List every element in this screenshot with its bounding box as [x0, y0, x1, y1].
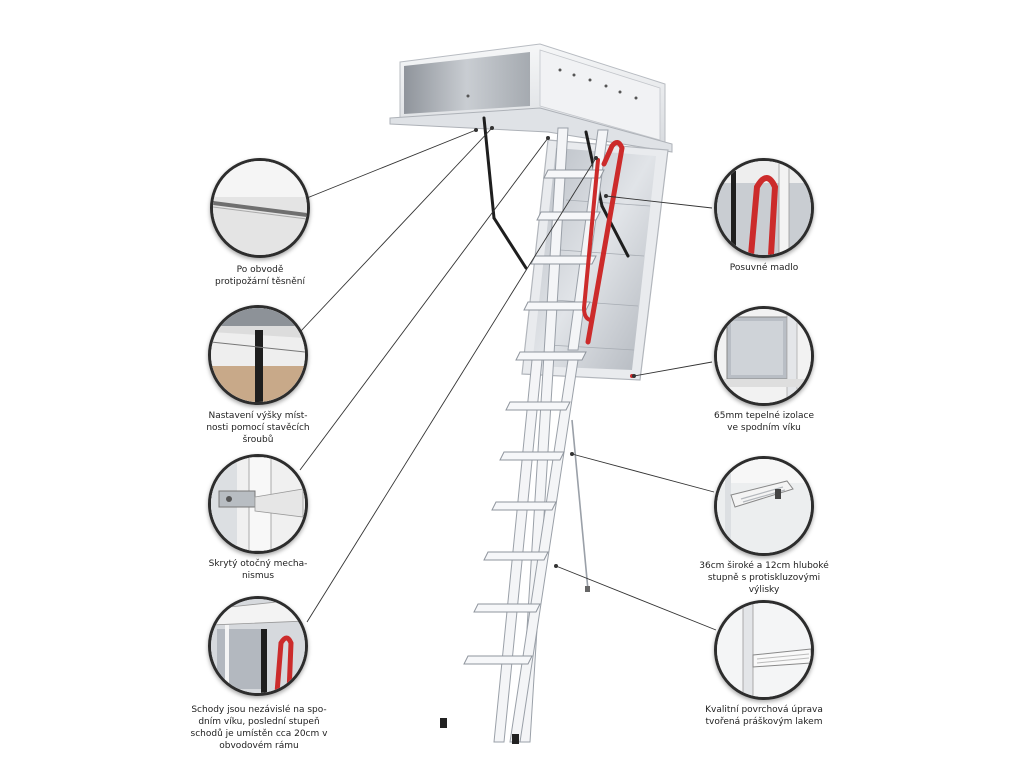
fire-seal-closeup-icon — [213, 161, 307, 255]
caption-line: Schody jsou nezávislé na spo- — [191, 705, 327, 715]
caption-line: dním víku, poslední stupeň — [198, 717, 320, 727]
caption-line: schodů je umístěn cca 20cm v — [190, 729, 328, 739]
callout-insulation — [714, 306, 814, 406]
caption-line: Skrytý otočný mecha- — [208, 559, 308, 569]
folding-ladder — [440, 127, 609, 744]
caption-line: šroubů — [242, 435, 274, 445]
callout-powder-coating — [714, 600, 814, 700]
anti-slip-step-closeup-icon — [717, 459, 811, 553]
caption-line: nosti pomocí stavěcích — [206, 423, 310, 433]
hinge-mechanism-closeup-icon — [211, 457, 305, 551]
caption-line: tvořená práškovým lakem — [705, 717, 823, 727]
red-handrail — [581, 140, 625, 345]
caption-insulation: 65mm tepelné izolace ve spodním víku — [689, 410, 839, 434]
attic-hatch-box — [389, 43, 673, 153]
caption-line: Posuvné madlo — [729, 263, 799, 273]
ladder-frame-closeup-icon — [211, 599, 305, 693]
caption-sliding-handrail: Posuvné madlo — [689, 262, 839, 274]
caption-ladder-independent: Schody jsou nezávislé na spo- dním víku,… — [181, 704, 337, 752]
callout-height-adjust — [208, 305, 308, 405]
callout-wide-steps — [714, 456, 814, 556]
leader-anchor-dots — [474, 126, 636, 568]
coated-rail-closeup-icon — [717, 603, 811, 697]
insulated-lid-closeup-icon — [717, 309, 811, 403]
caption-line: Kvalitní povrchová úprava — [705, 705, 823, 715]
caption-line: protipožární těsnění — [214, 277, 306, 287]
caption-line: výlisky — [748, 585, 780, 595]
caption-line: 36cm široké a 12cm hluboké — [699, 561, 829, 571]
callout-hidden-hinge — [208, 454, 308, 554]
caption-line: 65mm tepelné izolace — [714, 411, 814, 421]
caption-line: nismus — [241, 571, 275, 581]
callout-perimeter-seal — [210, 158, 310, 258]
caption-line: stupně s protiskluzovými — [707, 573, 821, 583]
caption-line: Nastavení výšky míst- — [208, 411, 308, 421]
adjusting-screw-closeup-icon — [211, 308, 305, 402]
caption-line: ve spodním víku — [727, 423, 801, 433]
caption-wide-steps: 36cm široké a 12cm hluboké stupně s prot… — [686, 560, 842, 596]
leader-lines — [299, 127, 717, 631]
caption-line: Po obvodě — [236, 265, 284, 275]
caption-hidden-hinge: Skrytý otočný mecha- nismus — [183, 558, 333, 582]
handrail-closeup-icon — [717, 161, 811, 255]
caption-powder-coating: Kvalitní povrchová úprava tvořená práško… — [689, 704, 839, 728]
callout-ladder-independent — [208, 596, 308, 696]
callout-sliding-handrail — [714, 158, 814, 258]
caption-height-adjust: Nastavení výšky míst- nosti pomocí stavě… — [183, 410, 333, 446]
caption-perimeter-seal: Po obvodě protipožární těsnění — [185, 264, 335, 288]
caption-line: obvodovém rámu — [219, 741, 299, 751]
